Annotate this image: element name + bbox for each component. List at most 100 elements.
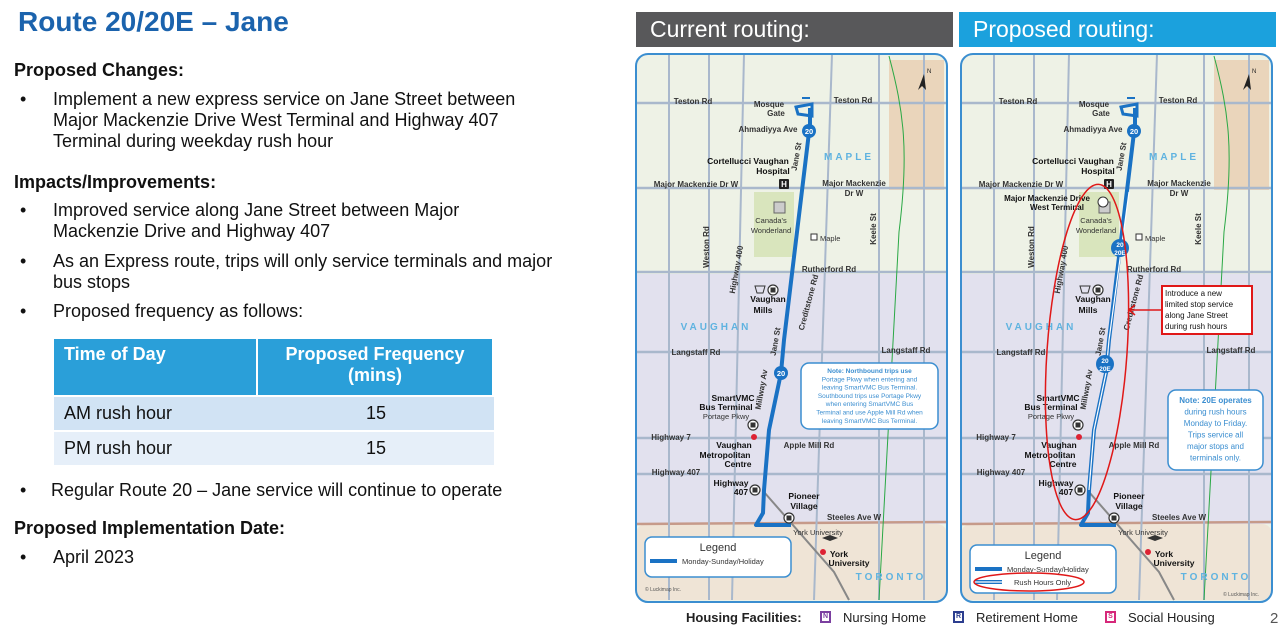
- turnaround-loop: [794, 102, 814, 118]
- table-header: Proposed Frequency (mins): [258, 339, 494, 395]
- map-label-pioneer: Pioneer: [1113, 491, 1145, 501]
- table-cell: AM rush hour: [54, 397, 258, 430]
- bullet-text: Implement a new express service on Jane …: [53, 89, 516, 151]
- map-label-steeles: Steeles Ave W: [1152, 513, 1207, 522]
- bus-glyph: [1077, 487, 1083, 493]
- map-label-teston-w: Teston Rd: [999, 97, 1038, 106]
- map-label-cortellucci: Cortellucci Vaughan: [707, 156, 789, 166]
- subway-station-icon: [751, 434, 757, 440]
- train-station-icon: [1135, 233, 1143, 241]
- road: [731, 53, 745, 601]
- map-label-yorku-small: York University: [1118, 528, 1168, 537]
- amusement-park-icon: [773, 201, 786, 214]
- note-box: [800, 362, 939, 430]
- bus-glyph: [1111, 515, 1117, 521]
- farmland: [889, 60, 944, 190]
- road: [1056, 53, 1070, 601]
- note-text: Note: Northbound trips use: [827, 368, 912, 375]
- shopping-cart-icon: [1079, 285, 1091, 294]
- note-text: Trips service all: [1188, 431, 1243, 440]
- map-label-mm-w: Major Mackenzie Dr W: [654, 180, 739, 189]
- note-text: Note: 20E operates: [1179, 396, 1252, 405]
- note-text: leaving SmartVMC Bus Terminal.: [822, 385, 917, 392]
- route-20e-badge: [1096, 355, 1114, 373]
- page-title: Route 20/20E – Jane: [18, 6, 289, 37]
- legend-item-regular: Monday-Sunday/Holiday: [682, 557, 764, 566]
- route-20-badge: [802, 124, 816, 138]
- map-label-university: University: [1153, 558, 1194, 568]
- table-cell: PM rush hour: [54, 432, 258, 465]
- legend-title: Legend: [700, 542, 737, 554]
- legend-swatch-regular: [975, 567, 1002, 571]
- map-label-mills: Mills: [754, 305, 773, 315]
- table-header: Time of Day: [54, 339, 258, 395]
- map-label-vaughan: Vaughan: [750, 294, 785, 304]
- map-label-vaughan-area: VAUGHAN: [681, 322, 752, 333]
- map-label-credit: © Luckimap Inc.: [645, 586, 681, 593]
- bus-glyph: [1095, 287, 1101, 293]
- city-boundary: [1203, 55, 1230, 601]
- map-label-maple-stn: Maple: [1145, 234, 1165, 243]
- hospital-icon-letter: H: [1106, 180, 1112, 189]
- map-label-maple-stn: Maple: [820, 234, 840, 243]
- callout-text: along Jane Street: [1165, 311, 1228, 320]
- map-label-keele: Keele St: [869, 213, 878, 245]
- map-label-steeles: Steeles Ave W: [827, 513, 882, 522]
- north-label: N: [927, 69, 931, 75]
- terminal-label: West Terminal: [1030, 203, 1084, 212]
- highlight-ellipse: [973, 572, 1085, 592]
- hospital-icon-letter: H: [781, 180, 787, 189]
- map-label-portage: Portage Pkwy: [703, 412, 750, 421]
- note-text: during rush hours: [1184, 408, 1246, 417]
- retirement-home-icon: R: [953, 611, 964, 623]
- farmland: [1214, 60, 1269, 190]
- map-label-vmc1: Vaughan: [1041, 440, 1076, 450]
- map-label-canadas: Canada's: [1080, 216, 1112, 225]
- legend-box: [969, 544, 1117, 594]
- proposed-routing-banner: Proposed routing:: [959, 12, 1276, 47]
- note-text: when entering SmartVMC Bus: [825, 401, 914, 408]
- map-label-hwy407-s2: 407: [1059, 487, 1073, 497]
- route-20-badge: [1127, 124, 1141, 138]
- note-text: major stops and: [1187, 442, 1244, 451]
- bus-glyph: [770, 287, 776, 293]
- city-boundary: [878, 55, 905, 601]
- legend-retirement-home: Retirement Home: [976, 610, 1078, 625]
- hospital-icon: [1104, 179, 1114, 189]
- legend-box: [644, 536, 792, 578]
- route-20e-badge-text: 20E: [1114, 250, 1126, 257]
- map-label-hospital: Hospital: [756, 166, 790, 176]
- legend-nursing-home: Nursing Home: [843, 610, 927, 625]
- terminal-label: Major Mackenzie Drive: [1004, 194, 1090, 203]
- route-20e-badge-text: 20E: [1099, 366, 1111, 373]
- road: [1138, 53, 1158, 601]
- bullet-item: •April 2023: [20, 547, 135, 567]
- bus-glyph: [752, 487, 758, 493]
- table-cell: 15: [258, 432, 494, 465]
- route-20-badge: [774, 366, 788, 380]
- map-label-hwy407-w: Highway 407: [977, 468, 1026, 477]
- map-label-rutherford: Rutherford Rd: [802, 265, 856, 274]
- map-label-vaughan-area: VAUGHAN: [1006, 322, 1077, 333]
- bullet-item: •As an Express route, trips will only se…: [20, 251, 553, 292]
- university-icon: [822, 535, 838, 541]
- map-label-credit: © Luckimap Inc.: [1223, 591, 1259, 598]
- map-label-toronto: TORONTO: [1181, 572, 1252, 583]
- note-text: terminals only.: [1190, 454, 1241, 463]
- north-arrow-icon: [1243, 74, 1251, 90]
- map-label-ahmadiyya: Ahmadiyya Ave: [1064, 125, 1124, 134]
- map-label-applemill: Apple Mill Rd: [1109, 441, 1160, 450]
- highlight-ellipse: [1044, 183, 1130, 521]
- map-label-teston-e: Teston Rd: [834, 96, 873, 105]
- proposed-changes-heading: Proposed Changes:: [14, 60, 185, 80]
- map-border: [635, 53, 948, 603]
- bullet-item: •Implement a new express service on Jane…: [20, 89, 580, 152]
- map-label-maple-area: MAPLE: [824, 152, 874, 163]
- map-label-gate: Gate: [767, 109, 785, 118]
- map-label-bus-terminal: Bus Terminal: [1024, 402, 1077, 412]
- note-box: [1167, 389, 1264, 471]
- route-20e-badge-text: 20: [1101, 358, 1109, 365]
